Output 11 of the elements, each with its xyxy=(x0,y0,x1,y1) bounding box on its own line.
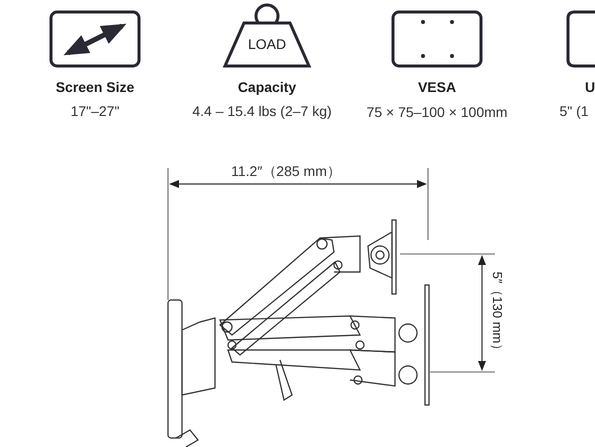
spec-title: Capacity xyxy=(238,79,296,95)
spec-value: 4.4 – 15.4 lbs (2–7 kg) xyxy=(192,103,332,119)
dimension-label: 11.2″（285 mm） xyxy=(231,163,341,181)
weight-label: LOAD xyxy=(246,36,288,52)
spec-title: U xyxy=(584,79,595,95)
spec-value: 75 × 75–100 × 100mm xyxy=(366,104,508,120)
dimension-label: 5″（130 mm） xyxy=(489,270,506,358)
spec-title: VESA xyxy=(418,79,456,95)
spec-value: 5" (1 xyxy=(559,103,589,119)
spec-value: 17"–27" xyxy=(70,103,120,119)
spec-title: Screen Size xyxy=(56,79,134,95)
